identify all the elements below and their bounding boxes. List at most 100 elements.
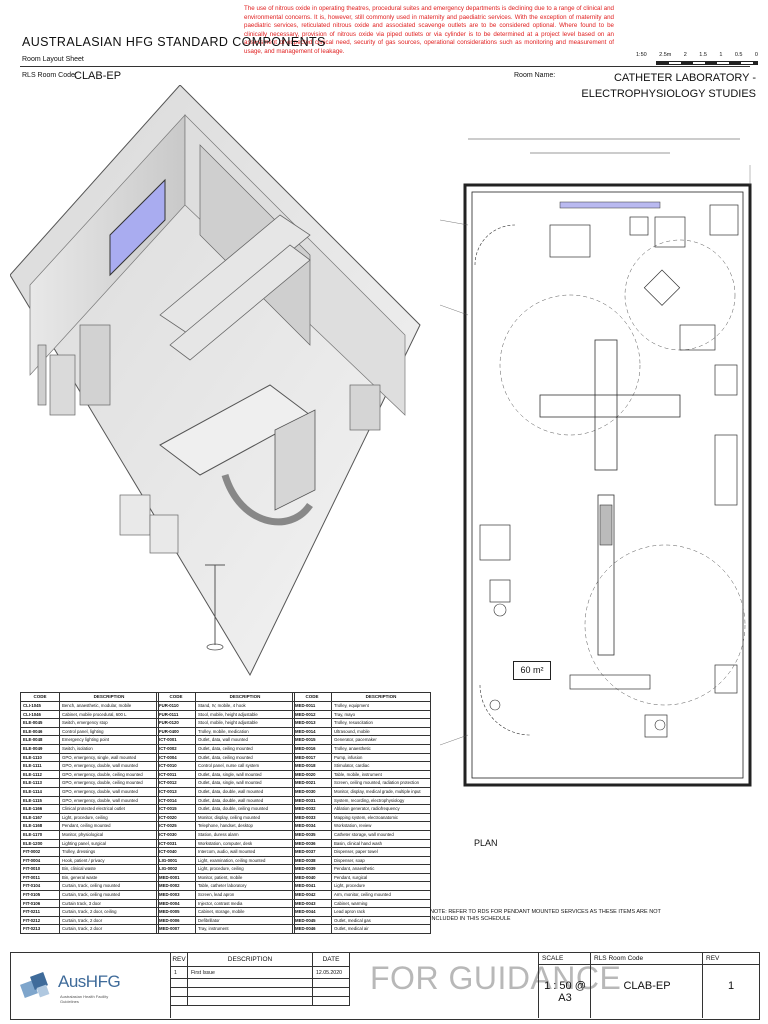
item-description: Outlet, data, double, wall mounted (195, 786, 295, 797)
floor-plan-drawing (439, 138, 752, 787)
item-code: FIT-0212 (20, 915, 60, 926)
item-code: ELE-0045 (20, 718, 60, 728)
item-description: GPO, emergency, double, wall mounted (59, 795, 159, 806)
item-description: Cabinet, warming (331, 898, 431, 909)
item-description: Basin, clinical hand wash (331, 838, 431, 849)
item-description: Telephone, handset, desktop (195, 821, 295, 831)
item-description: GPO, emergency, double, wall mounted (59, 786, 159, 797)
item-code: MED-0011 (292, 701, 332, 711)
scale-mark: 2.5m (659, 52, 672, 58)
rls-code-value: CLAB-EP (623, 980, 671, 992)
item-code: MED-0031 (292, 795, 332, 806)
item-code: FIT-0105 (20, 890, 60, 900)
item-description: GPO, emergency, single, wall mounted (59, 752, 159, 763)
code-column-header: CODE (156, 692, 196, 702)
item-code: FIT-0002 (20, 847, 60, 857)
item-code: MED-0013 (292, 718, 332, 728)
item-code: FUR-0400 (156, 726, 196, 737)
item-description: Trolley, equipment (331, 701, 431, 711)
item-description: Trolley, dressings (59, 847, 159, 857)
item-code: ELE-0049 (20, 743, 60, 754)
item-code: ICT-0004 (156, 752, 196, 763)
item-code: ICT-0031 (156, 838, 196, 849)
item-description: Bin, clinical waste (59, 864, 159, 874)
item-description: Trolley, mobile, medication (195, 726, 295, 737)
item-code: MED-0007 (156, 924, 196, 935)
scale-mark: 0 (754, 52, 758, 58)
item-description: Outlet, data, wall mounted (195, 735, 295, 745)
aushfg-logo-icon (20, 972, 50, 998)
scale-mark: 1.5 (699, 52, 707, 58)
nitrous-oxide-notice: The use of nitrous oxide in operating th… (244, 5, 614, 55)
item-code: LIG-0002 (156, 864, 196, 874)
item-description: Outlet, medical air (331, 924, 431, 935)
item-code: ELE-1167 (20, 812, 60, 823)
item-description: Light, procedure, ceiling (59, 812, 159, 823)
item-code: CLI-1046 (20, 709, 60, 720)
description-column-header: DESCRIPTION (195, 692, 295, 702)
item-code: FIT-0011 (20, 872, 60, 883)
item-code: MED-0040 (292, 872, 332, 883)
pendant-services-note: NOTE: REFER TO RDS FOR PENDANT MOUNTED S… (430, 909, 661, 922)
item-description: Lighting panel, surgical (59, 838, 159, 849)
room-area-label: 60 m² (513, 661, 551, 680)
item-code: MED-0033 (292, 812, 332, 823)
item-code: FIT-0106 (20, 898, 60, 909)
item-code: ICT-0014 (156, 795, 196, 806)
item-description: Ablation generator, radiofrequency (331, 804, 431, 814)
item-description: Ultrasound, mobile (331, 726, 431, 737)
item-description: Pendant, anaesthetic (331, 864, 431, 874)
item-description: Trolley, anaesthetic (331, 743, 431, 754)
item-code: MED-0005 (156, 907, 196, 917)
item-code: MED-0046 (292, 924, 332, 935)
scale-cell: SCALE 1 : 50 @ A3 (538, 952, 591, 1018)
revision-row-blank (170, 996, 350, 1006)
document-subtitle: Room Layout Sheet (22, 56, 84, 63)
item-description: Bin, general waste (59, 872, 159, 883)
item-description: Stand, IV, mobile, 4 hook (195, 701, 295, 711)
item-description: Curtain, track, 2 door (59, 915, 159, 926)
item-code: ELE-1110 (20, 752, 60, 763)
rls-code-cell: RLS Room Code CLAB-EP (590, 952, 703, 1018)
item-code: ICT-0015 (156, 804, 196, 814)
description-column-header: DESCRIPTION (187, 952, 313, 967)
item-code: FUR-0120 (156, 718, 196, 728)
item-code: MED-0035 (292, 829, 332, 840)
code-column-header: CODE (20, 692, 60, 702)
item-description: Pump, infusion (331, 752, 431, 763)
item-description: Pendant, surgical (331, 872, 431, 883)
rls-code-label: RLS Room Code: (22, 72, 77, 79)
item-code: ELE-1114 (20, 786, 60, 797)
item-description: Monitor, display, medical grade, multipl… (331, 786, 431, 797)
